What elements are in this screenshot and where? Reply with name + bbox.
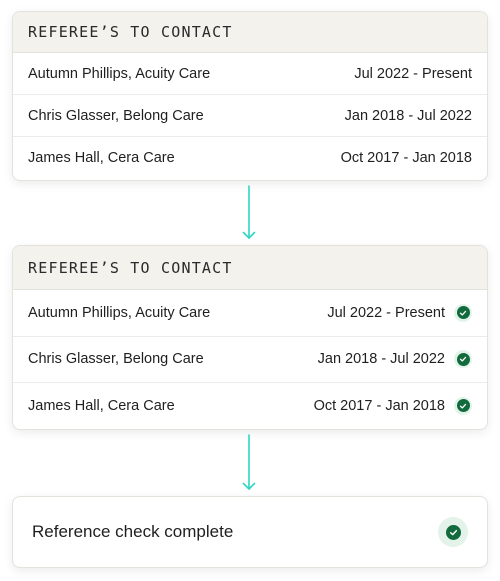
- referee-row: James Hall, Cera Care Oct 2017 - Jan 201…: [13, 137, 487, 178]
- referee-dates: Jul 2022 - Present: [327, 304, 445, 321]
- card-header-title: REFEREE’S TO CONTACT: [13, 12, 487, 53]
- referee-name: Autumn Phillips, Acuity Care: [28, 65, 211, 82]
- referee-name: Chris Glasser, Belong Care: [28, 107, 204, 124]
- arrow-down-icon: [241, 185, 257, 241]
- referee-dates: Jan 2018 - Jul 2022: [344, 107, 472, 124]
- check-circle-icon: [438, 517, 468, 547]
- referee-row: Chris Glasser, Belong Care Jan 2018 - Ju…: [13, 337, 487, 384]
- arrow-down-icon: [241, 434, 257, 492]
- referee-row: James Hall, Cera Care Oct 2017 - Jan 201…: [13, 383, 487, 429]
- referee-name: Chris Glasser, Belong Care: [28, 351, 204, 368]
- referees-card-verified: REFEREE’S TO CONTACT Autumn Phillips, Ac…: [12, 245, 488, 430]
- referee-dates: Oct 2017 - Jan 2018: [313, 397, 445, 414]
- referee-dates: Jan 2018 - Jul 2022: [317, 351, 445, 368]
- referee-row: Chris Glasser, Belong Care Jan 2018 - Ju…: [13, 95, 487, 137]
- referee-name: James Hall, Cera Care: [28, 149, 175, 166]
- referee-dates: Oct 2017 - Jan 2018: [340, 149, 472, 166]
- referee-dates: Jul 2022 - Present: [354, 65, 472, 82]
- referee-name: James Hall, Cera Care: [28, 397, 175, 414]
- check-circle-icon: [454, 303, 472, 322]
- referees-card-initial: REFEREE’S TO CONTACT Autumn Phillips, Ac…: [12, 11, 488, 181]
- result-row: Reference check complete: [13, 497, 487, 567]
- referee-row: Autumn Phillips, Acuity Care Jul 2022 - …: [13, 53, 487, 95]
- referee-row: Autumn Phillips, Acuity Care Jul 2022 - …: [13, 290, 487, 337]
- result-label: Reference check complete: [32, 522, 234, 541]
- referee-name: Autumn Phillips, Acuity Care: [28, 304, 211, 321]
- check-circle-icon: [454, 350, 472, 369]
- check-circle-icon: [454, 396, 472, 415]
- reference-check-result-card: Reference check complete: [12, 496, 488, 568]
- card-header-title: REFEREE’S TO CONTACT: [13, 246, 487, 290]
